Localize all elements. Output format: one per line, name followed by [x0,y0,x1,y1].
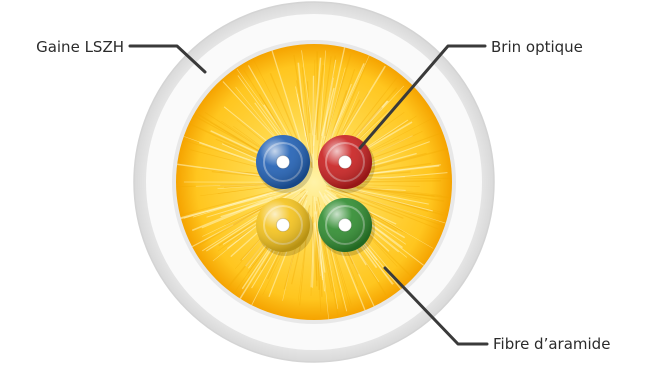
label-sheath: Gaine LSZH [36,38,124,56]
label-aramid: Fibre d’aramide [493,335,610,353]
label-fiber: Brin optique [491,38,583,56]
